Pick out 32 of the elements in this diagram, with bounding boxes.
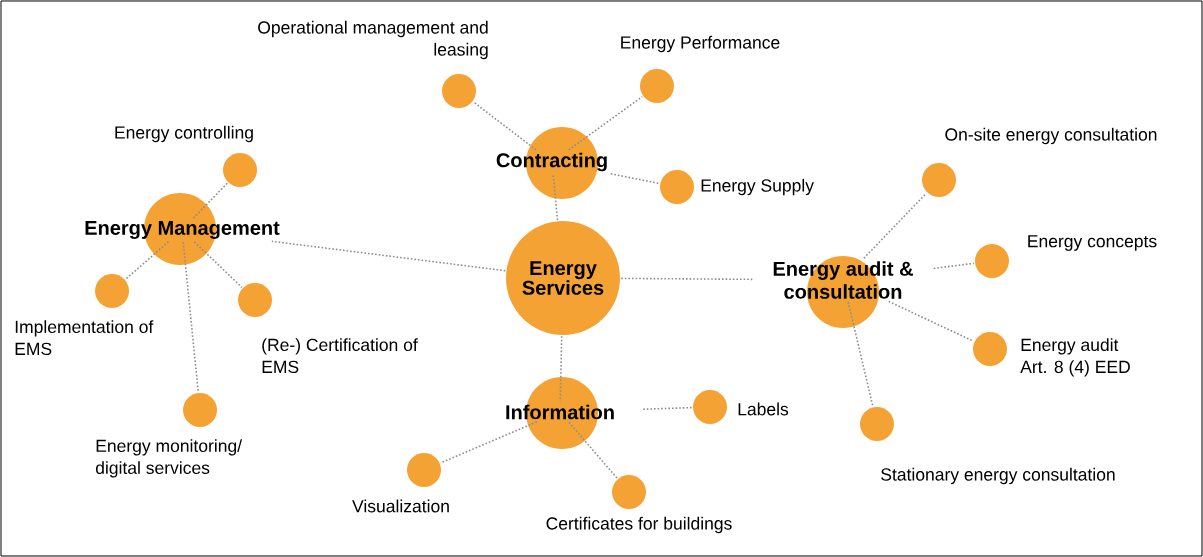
connector-line xyxy=(472,101,537,151)
connector-line xyxy=(552,173,559,221)
connector-line xyxy=(568,421,618,479)
connector-line xyxy=(124,241,170,280)
connector-line xyxy=(568,95,644,151)
connector-line xyxy=(439,421,538,464)
connector-line xyxy=(642,406,693,411)
connector-line xyxy=(847,301,874,408)
circle-label: Energy concepts xyxy=(1028,235,1157,251)
circle-label: Certificates for buildings xyxy=(546,516,732,534)
circle-label: Energy Supply xyxy=(701,178,814,196)
circle-label: Energy monitoring/ digital services xyxy=(95,439,243,478)
connector-line xyxy=(863,192,928,260)
connector-line xyxy=(932,262,975,270)
circle-label: Energy audit Art. 8 (4) EED xyxy=(1020,338,1130,377)
circle-label: (Re-) Certification of EMS xyxy=(262,338,418,374)
circle-label: Energy controlling xyxy=(115,125,253,143)
circle-label: On-site energy consultation xyxy=(945,127,1157,145)
connector-line xyxy=(610,172,660,185)
connector-line xyxy=(620,277,754,281)
circle-label: Visualization xyxy=(352,499,449,513)
circle-label: Operational management and leasing xyxy=(258,20,488,60)
connector-line xyxy=(182,241,199,393)
circle-label: Energy Performance xyxy=(621,35,780,53)
connector-line xyxy=(193,241,243,289)
circle-node: Energy Services xyxy=(506,221,620,335)
circle-label: Labels xyxy=(738,402,789,416)
connector-line xyxy=(271,240,507,272)
connector-line xyxy=(192,182,229,219)
connector-line xyxy=(887,300,975,343)
circle-label: Stationary energy consultation xyxy=(881,467,1115,485)
circle-label: Implementation of EMS xyxy=(15,320,154,356)
